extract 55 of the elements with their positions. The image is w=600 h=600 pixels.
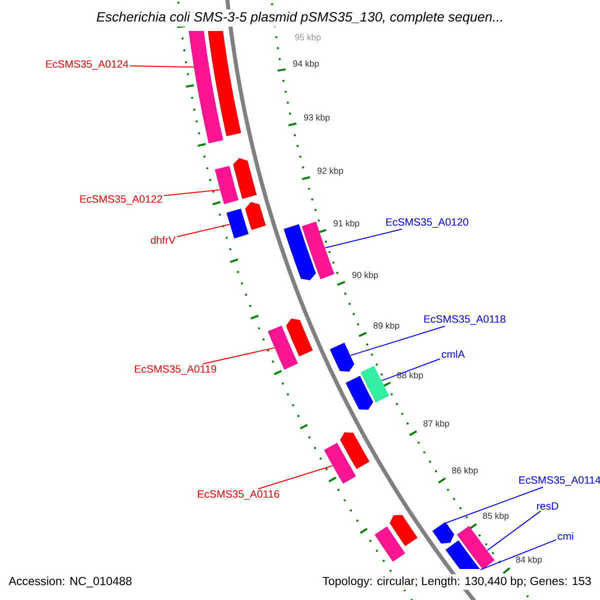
gene-label: cmlA (442, 350, 465, 358)
tick-label: 84 kbp (516, 556, 542, 564)
footer-text: Accession: NC_010488 (6, 574, 134, 590)
gene-block (432, 522, 454, 544)
leader-line (480, 539, 556, 570)
gene-bar (208, 31, 242, 136)
leader-line (258, 465, 333, 490)
gene-bar (360, 366, 390, 403)
gene-block (446, 540, 480, 569)
title: Escherichia coli SMS-3-5 plasmid pSMS35_130, complete sequen... (94, 9, 506, 27)
gene-block (330, 342, 354, 372)
leader-line (350, 326, 446, 356)
gene-label: EcSMS35_A0118 (424, 315, 506, 325)
tick-label: 94 kbp (293, 60, 319, 68)
gene-block (390, 515, 418, 546)
gene-bar (324, 442, 356, 484)
gene-bar (188, 31, 224, 144)
gene-label: dhfrV (150, 236, 176, 244)
tick-label: 87 kbp (424, 420, 450, 428)
leader-line (202, 347, 275, 364)
gene-label: EcSMS35_A0116 (198, 490, 280, 500)
gene-block (340, 432, 370, 470)
gene-block (284, 224, 316, 280)
leader-line (381, 358, 440, 382)
tick-label: 86 kbp (452, 467, 478, 476)
tick-label: 95 kbp (295, 34, 321, 42)
gene-block (286, 318, 313, 356)
leader-line (446, 486, 544, 524)
footer-text: Topology: circular; Length: 130,440 bp; Genes: 153 (320, 574, 594, 590)
gene-bar (226, 208, 249, 238)
tick-label: 89 kbp (374, 322, 400, 330)
gene-label: EcSMS35_A0122 (80, 195, 162, 205)
gene-bar (374, 526, 406, 562)
gene-bar (456, 526, 495, 569)
leader-line (164, 189, 220, 196)
tick-label: 91 kbp (334, 220, 360, 228)
tick-label: 92 kbp (318, 167, 344, 176)
gene-bar (302, 222, 334, 280)
gene-block (245, 202, 266, 230)
gene-label: EcSMS35_A0119 (135, 365, 216, 375)
gene-bar (268, 326, 298, 370)
gene-label: cmi (558, 532, 574, 540)
gene-block (233, 158, 257, 199)
gene-bar (214, 166, 238, 204)
leader-line (486, 510, 542, 551)
leader-line (176, 224, 230, 238)
leader-line (130, 65, 194, 68)
gene-block (346, 376, 374, 410)
tick-label: 90 kbp (352, 272, 378, 280)
gene-label: resD (537, 502, 558, 510)
gene-label: EcSMS35_A0124 (46, 60, 128, 70)
tick-label: 93 kbp (304, 114, 330, 122)
gene-label: EcSMS35_A0120 (386, 218, 468, 228)
tick-label: 85 kbp (483, 512, 509, 521)
leader-line (324, 228, 402, 248)
